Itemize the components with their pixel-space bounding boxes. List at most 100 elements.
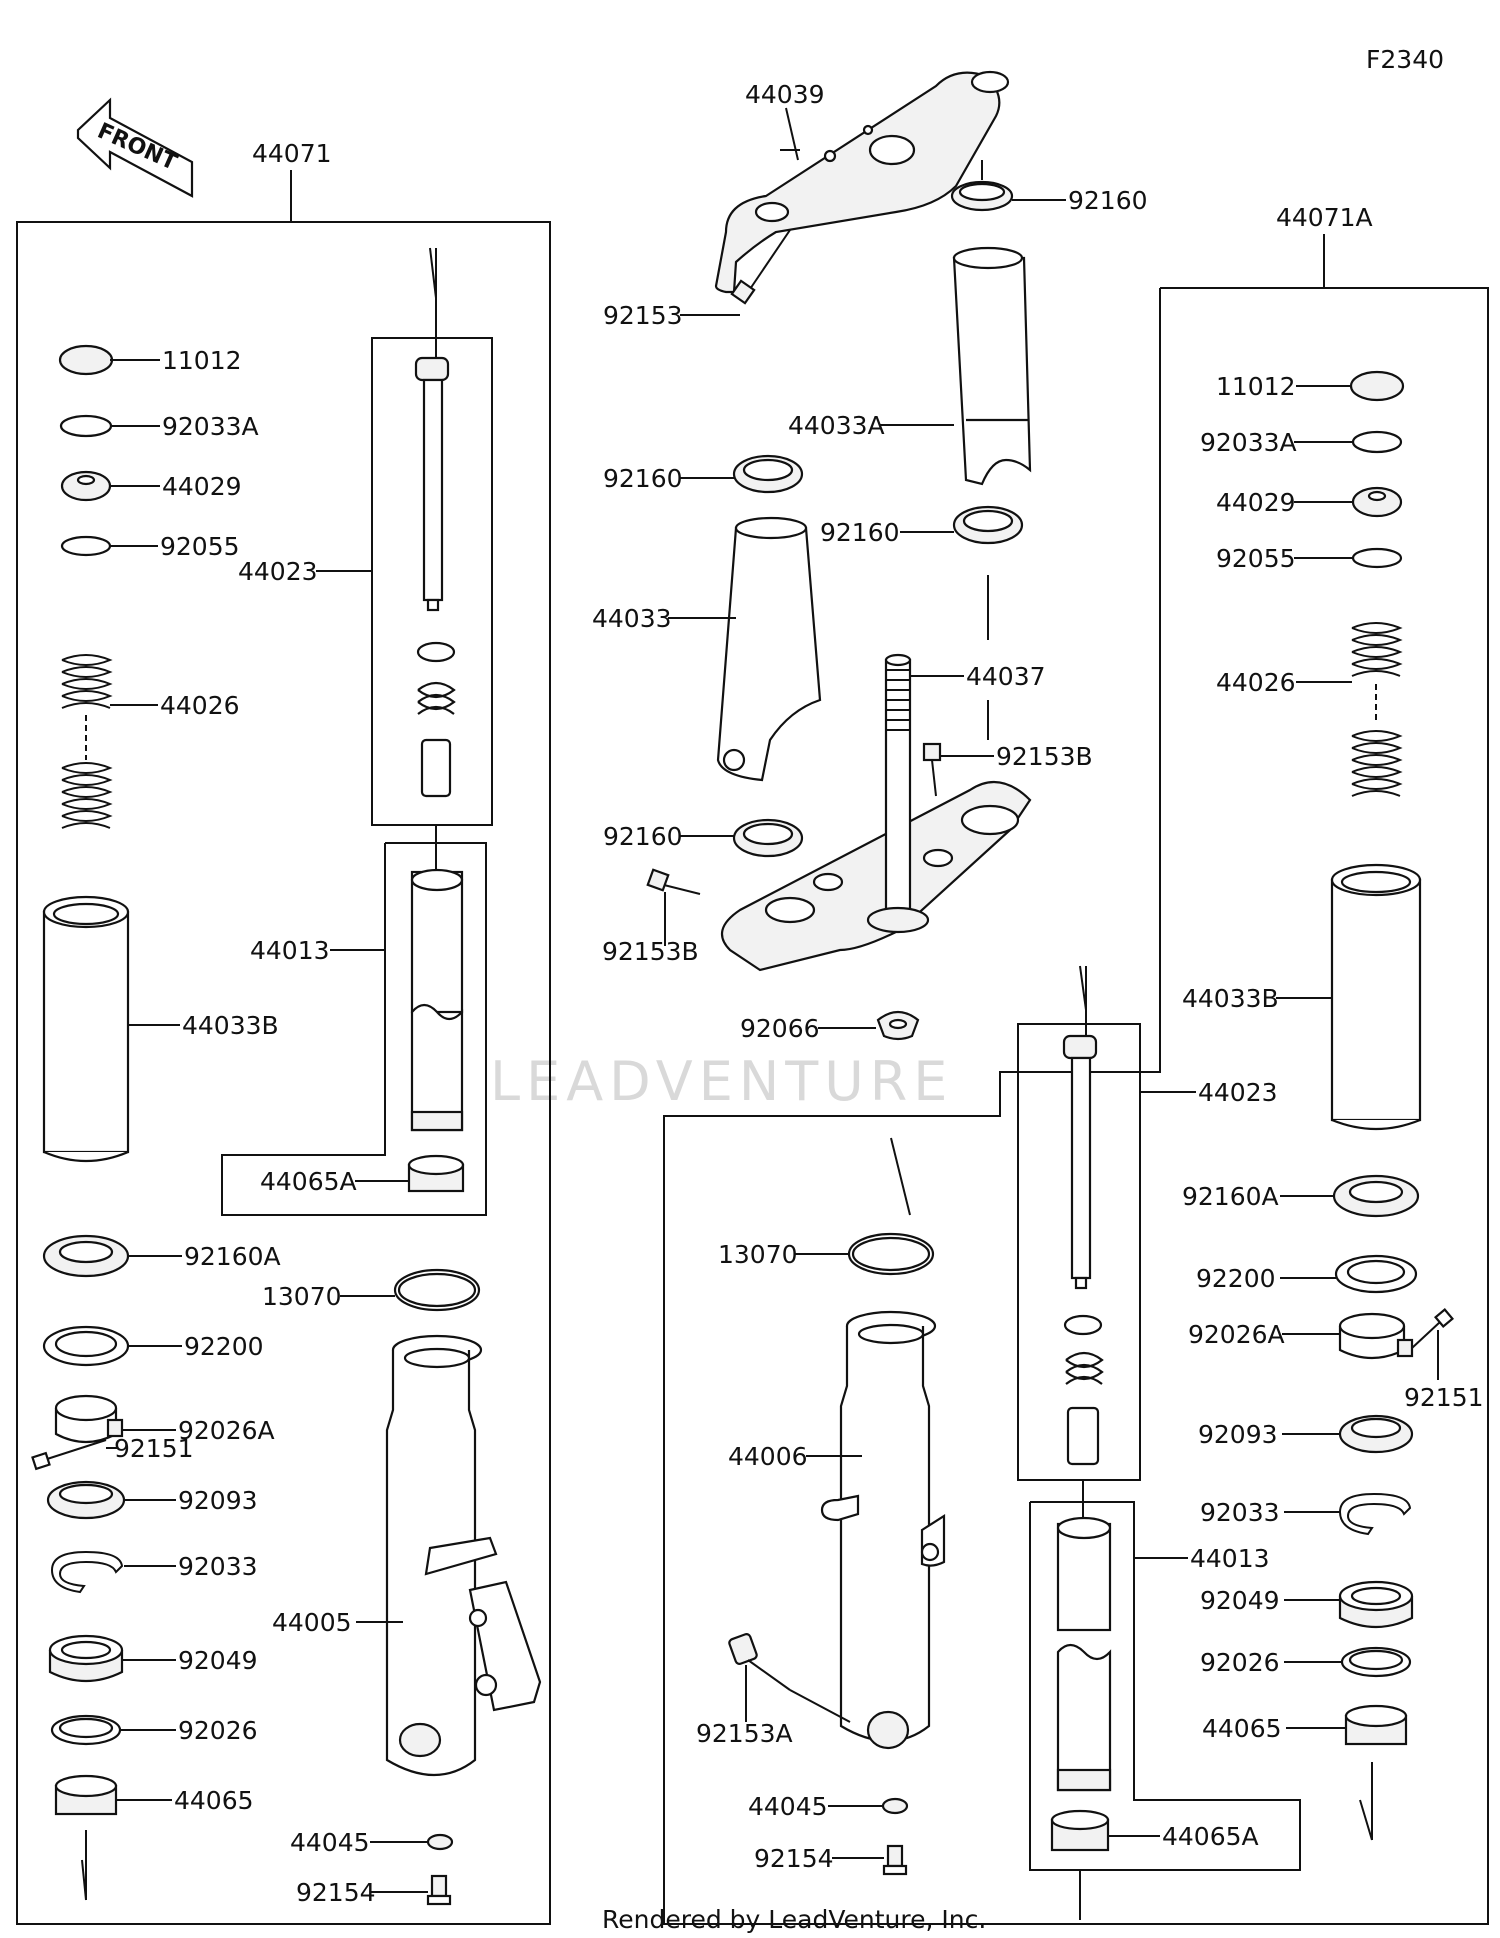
label-92153B-a: 92153B [996,742,1093,771]
label-92026A-left: 92026A [178,1416,275,1445]
bushing-44065A-right[interactable] [1050,1809,1110,1852]
label-44013-left: 44013 [250,936,330,965]
cap-11012-right[interactable] [1349,370,1405,402]
upper-bracket-44039[interactable] [714,70,1010,294]
label-44029-right: 44029 [1216,488,1296,517]
washer-44045-right[interactable] [881,1797,909,1815]
label-44033B-left: 44033B [182,1011,279,1040]
label-92151-right: 92151 [1404,1383,1484,1412]
label-92153B-b: 92153B [602,937,699,966]
oring-92055-right[interactable] [1351,547,1403,569]
cover-44033A[interactable] [952,246,1032,486]
diagram-code: F2340 [1366,45,1444,74]
clip-92033-right[interactable] [1338,1492,1412,1536]
damper-rod-44023-right[interactable] [1062,965,1104,1520]
bushing-44065-left[interactable] [54,1774,118,1816]
bolt-92154-left[interactable] [426,1874,452,1906]
cover-44033B-right[interactable] [1330,863,1422,1131]
seal-92160A-left[interactable] [42,1234,130,1278]
label-92153A: 92153A [696,1719,793,1748]
seal-92160-top[interactable] [950,180,1014,212]
label-92160-b: 92160 [820,518,900,547]
label-44033B-right: 44033B [1182,984,1279,1013]
label-92160-a: 92160 [603,464,683,493]
bolt-92153B-a[interactable] [922,742,942,797]
label-92160A-left: 92160A [184,1242,281,1271]
label-44013-right: 44013 [1190,1544,1270,1573]
washer-92200-right[interactable] [1334,1254,1418,1294]
left-fork-frame [16,221,551,1925]
label-92153: 92153 [603,301,683,330]
watermark: LEADVENTURE [490,1050,953,1113]
label-92066: 92066 [740,1014,820,1043]
bushing-44065-right[interactable] [1344,1704,1408,1746]
label-92049-right: 92049 [1200,1586,1280,1615]
seal-92049-right[interactable] [1338,1580,1414,1628]
bolt-92153B-b[interactable] [646,868,701,895]
cap-11012-left[interactable] [58,344,114,376]
ring-92033A-left[interactable] [59,414,113,438]
label-92055-left: 92055 [160,532,240,561]
label-92049-left: 92049 [178,1646,258,1675]
cover-44033[interactable] [716,516,822,782]
label-92151-left: 92151 [114,1434,194,1463]
seal-92160-a[interactable] [732,454,804,494]
screw-92151-right[interactable] [1411,1307,1455,1349]
label-44029-left: 44029 [162,472,242,501]
label-92093-right: 92093 [1198,1420,1278,1449]
oring-92055-left[interactable] [60,535,112,557]
right-fork-frame [663,287,1489,1925]
label-92160-top: 92160 [1068,186,1148,215]
label-92026A-right: 92026A [1188,1320,1285,1349]
seal-92160-c[interactable] [732,818,804,858]
ring-92033A-right[interactable] [1351,430,1403,454]
label-92160-c: 92160 [603,822,683,851]
label-92033A-left: 92033A [162,412,259,441]
label-44065-left: 44065 [174,1786,254,1815]
label-92033A-right: 92033A [1200,428,1297,457]
bolt-92153A[interactable] [728,1633,851,1723]
seal-92160-b[interactable] [952,505,1024,545]
label-44033A: 44033A [788,411,885,440]
label-92026-left: 92026 [178,1716,258,1745]
label-92033-left: 92033 [178,1552,258,1581]
ring-92026-left[interactable] [50,1714,122,1746]
bolt-92153[interactable] [730,229,791,305]
seal-92160A-right[interactable] [1332,1174,1420,1218]
steering-stem-44037[interactable] [720,653,1032,972]
seal-92049-left[interactable] [48,1634,124,1682]
inner-tube-44013-left[interactable] [410,825,464,1132]
label-92154-right: 92154 [754,1844,834,1873]
damper-rod-44023-left[interactable] [414,247,456,798]
label-11012-right: 11012 [1216,372,1296,401]
assembly-44071A-label: 44071A [1276,203,1373,232]
label-44026-left: 44026 [160,691,240,720]
washer-44045-left[interactable] [426,1833,454,1851]
seal-92066[interactable] [876,1010,920,1041]
spring-44026-left[interactable] [61,654,113,829]
clamp-92026A-left[interactable] [54,1394,124,1444]
label-44033: 44033 [592,604,672,633]
screw-92151-left[interactable] [31,1439,107,1471]
seal-92093-right[interactable] [1338,1414,1414,1454]
label-92200-left: 92200 [184,1332,264,1361]
bushing-44065A-left[interactable] [407,1154,465,1193]
cover-44033B-left[interactable] [42,895,130,1163]
label-11012-left: 11012 [162,346,242,375]
seal-92093-left[interactable] [46,1480,126,1520]
outer-tube-44006-right[interactable] [820,1310,946,1750]
label-92160A-right: 92160A [1182,1182,1279,1211]
spring-44026-right[interactable] [1351,622,1403,797]
washer-92200-left[interactable] [42,1325,130,1367]
label-44023-right: 44023 [1198,1078,1278,1107]
clip-92033-left[interactable] [50,1550,124,1594]
ring-92026-right[interactable] [1340,1646,1412,1678]
label-44065-right: 44065 [1202,1714,1282,1743]
inner-tube-44013-right[interactable] [1056,1516,1112,1792]
label-92055-right: 92055 [1216,544,1296,573]
outer-tube-44005-left[interactable] [385,1334,542,1776]
clamp-92026A-right[interactable] [1338,1312,1414,1360]
label-92200-right: 92200 [1196,1264,1276,1293]
bolt-92154-right[interactable] [882,1844,908,1876]
